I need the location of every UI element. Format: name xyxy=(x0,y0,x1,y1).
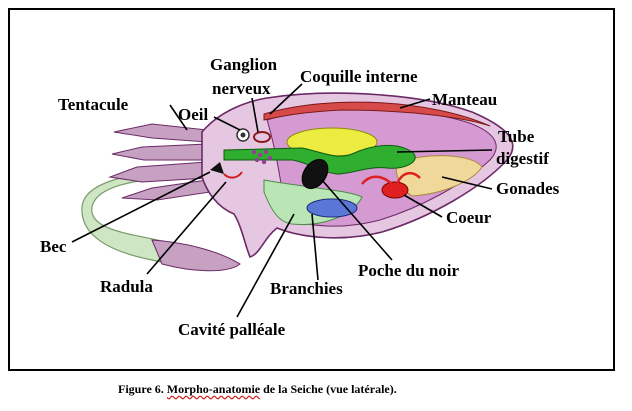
label-coeur: Coeur xyxy=(446,208,492,227)
label-ganglion-1: Ganglion xyxy=(210,55,278,74)
label-ganglion-2: nerveux xyxy=(212,79,271,98)
diagram-frame: Ganglion nerveux Coquille interne Mantea… xyxy=(8,8,615,371)
caption-suffix: de la Seiche (vue latérale). xyxy=(260,382,397,396)
label-poche: Poche du noir xyxy=(358,261,460,280)
label-manteau: Manteau xyxy=(432,90,497,109)
label-branchies: Branchies xyxy=(270,279,343,298)
leader-lines xyxy=(71,83,493,318)
arms xyxy=(108,123,211,201)
beak xyxy=(210,162,224,174)
label-tentacule: Tentacule xyxy=(58,95,129,114)
label-tube-1: Tube xyxy=(498,127,535,146)
radula-mark xyxy=(223,171,243,179)
label-gonades: Gonades xyxy=(496,179,560,198)
label-radula: Radula xyxy=(100,277,153,296)
eye-pupil xyxy=(240,132,246,138)
label-coquille: Coquille interne xyxy=(300,67,418,86)
gills xyxy=(306,198,358,218)
figure-caption: Figure 6. Morpho-anatomie de la Seiche (… xyxy=(118,382,397,397)
label-oeil: Oeil xyxy=(178,105,208,124)
caption-underlined: Morpho-anatomie xyxy=(166,382,261,396)
heart-vessels xyxy=(361,171,421,185)
label-bec: Bec xyxy=(40,237,67,256)
cuttlefish-diagram: Ganglion nerveux Coquille interne Mantea… xyxy=(40,55,560,339)
brain-dots xyxy=(251,149,273,165)
label-tube-2: digestif xyxy=(496,149,549,168)
ink-sac xyxy=(301,158,329,190)
label-cavite: Cavité palléale xyxy=(178,320,286,339)
caption-prefix: Figure 6. xyxy=(118,382,167,396)
nerve-ganglion xyxy=(253,131,271,143)
internal-shell xyxy=(263,101,491,127)
heart xyxy=(381,181,409,199)
tentacle-club xyxy=(151,239,241,272)
